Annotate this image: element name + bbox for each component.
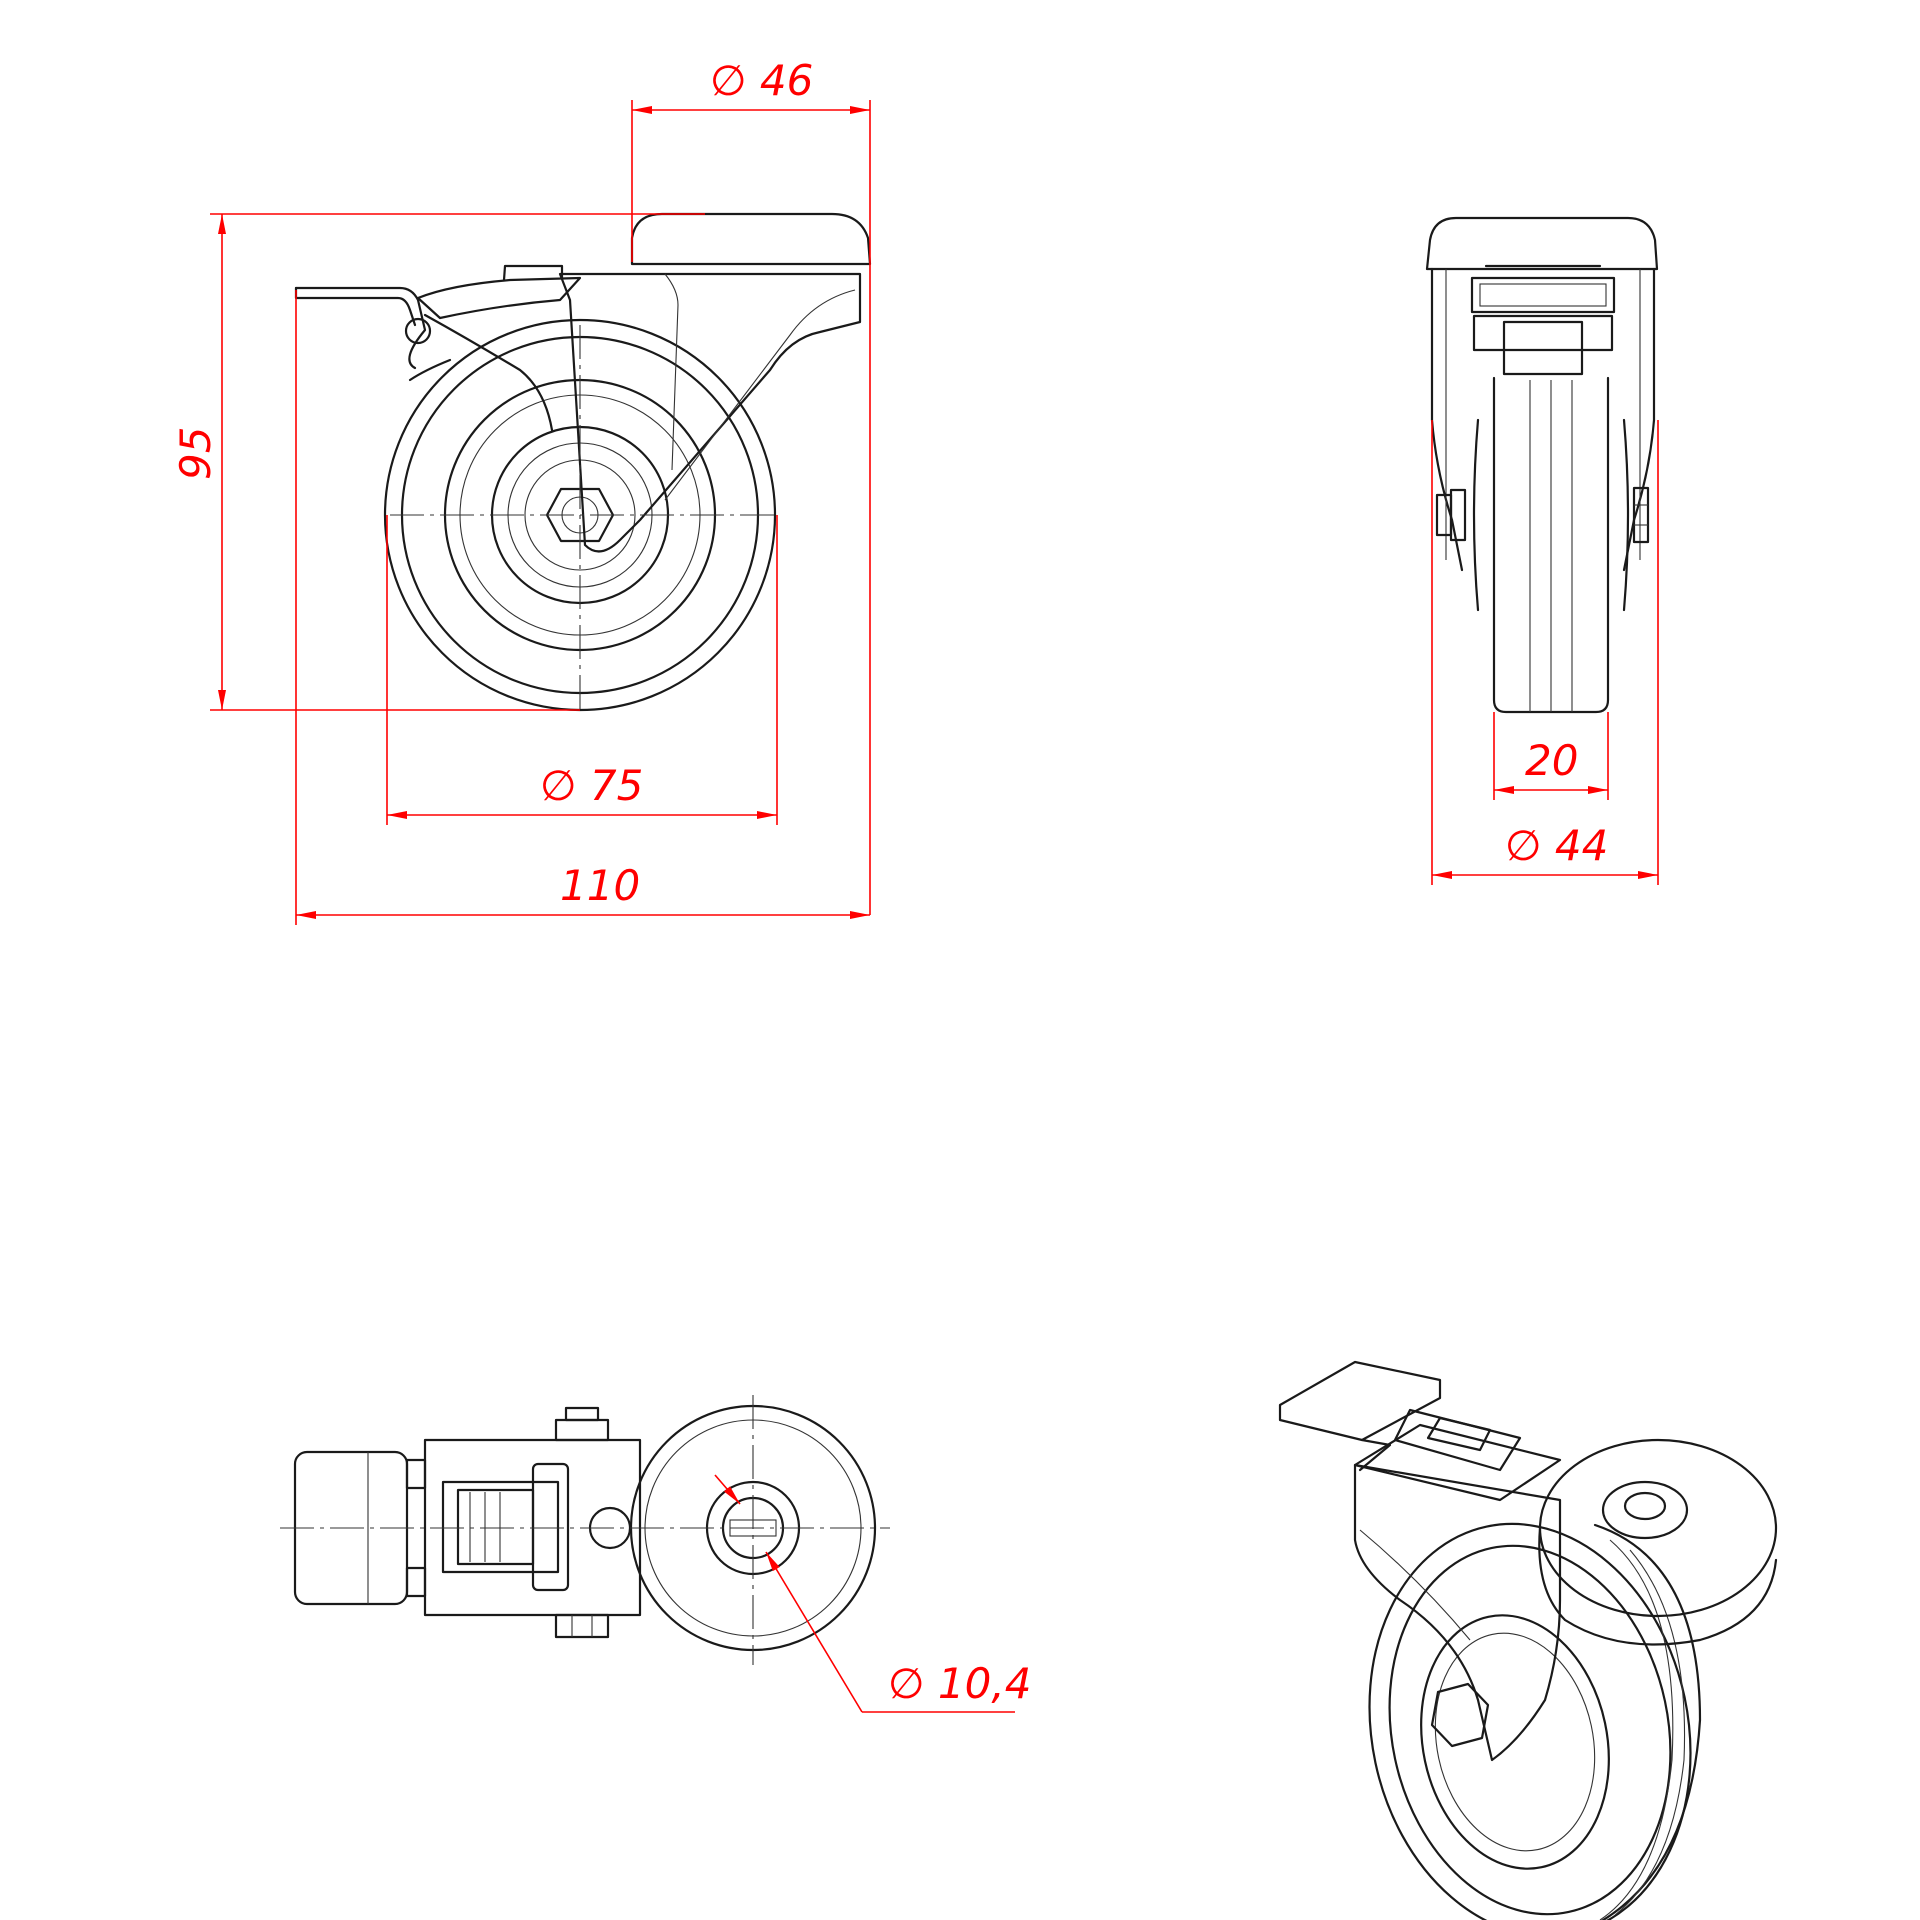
front-fork bbox=[558, 272, 862, 553]
dim-plate-diameter: ∅ 44 bbox=[1505, 821, 1608, 870]
front-top-plate bbox=[630, 212, 872, 266]
dim-height: 95 bbox=[171, 427, 220, 480]
side-axle-nut bbox=[1632, 486, 1650, 544]
iso-brake-block bbox=[1393, 1408, 1522, 1472]
front-view-dimensions: ∅ 46 95 ∅ 75 110 bbox=[171, 56, 871, 925]
dim-wheel-diameter: ∅ 75 bbox=[540, 761, 643, 810]
side-view bbox=[1425, 216, 1659, 714]
iso-axle-nut bbox=[1430, 1682, 1490, 1748]
iso-fork bbox=[1353, 1463, 1562, 1762]
dim-overall-length: 110 bbox=[560, 861, 640, 910]
brake-block-top bbox=[1470, 276, 1616, 314]
side-fork-right bbox=[1622, 267, 1656, 572]
brake-housing bbox=[416, 276, 582, 320]
iso-brake-pedal bbox=[1278, 1360, 1442, 1442]
iso-fork-top bbox=[1353, 1423, 1562, 1502]
iso-wheel-rim bbox=[1420, 1614, 1610, 1870]
brake-pedal bbox=[294, 286, 427, 370]
side-top-plate bbox=[1425, 216, 1659, 271]
side-view-dimensions: 20 ∅ 44 bbox=[1431, 420, 1659, 885]
top-view: ∅ 10,4 bbox=[280, 1395, 1031, 1713]
dim-bolt-hole-diameter: ∅ 10,4 bbox=[888, 1659, 1031, 1708]
front-view bbox=[294, 212, 872, 712]
iso-bolt-hole-boss bbox=[1601, 1480, 1689, 1540]
iso-top-plate bbox=[1538, 1438, 1778, 1618]
top-view-bolt-head bbox=[554, 1418, 610, 1442]
dim-wheel-width: 20 bbox=[1525, 736, 1578, 785]
top-view-nut bbox=[554, 1613, 610, 1639]
isometric-view bbox=[1278, 1360, 1778, 1920]
side-axle-bolt-head bbox=[1435, 493, 1453, 537]
iso-wheel-front bbox=[1368, 1522, 1692, 1920]
brake-block-mid bbox=[1472, 314, 1614, 352]
dim-top-diameter: ∅ 46 bbox=[710, 56, 813, 105]
